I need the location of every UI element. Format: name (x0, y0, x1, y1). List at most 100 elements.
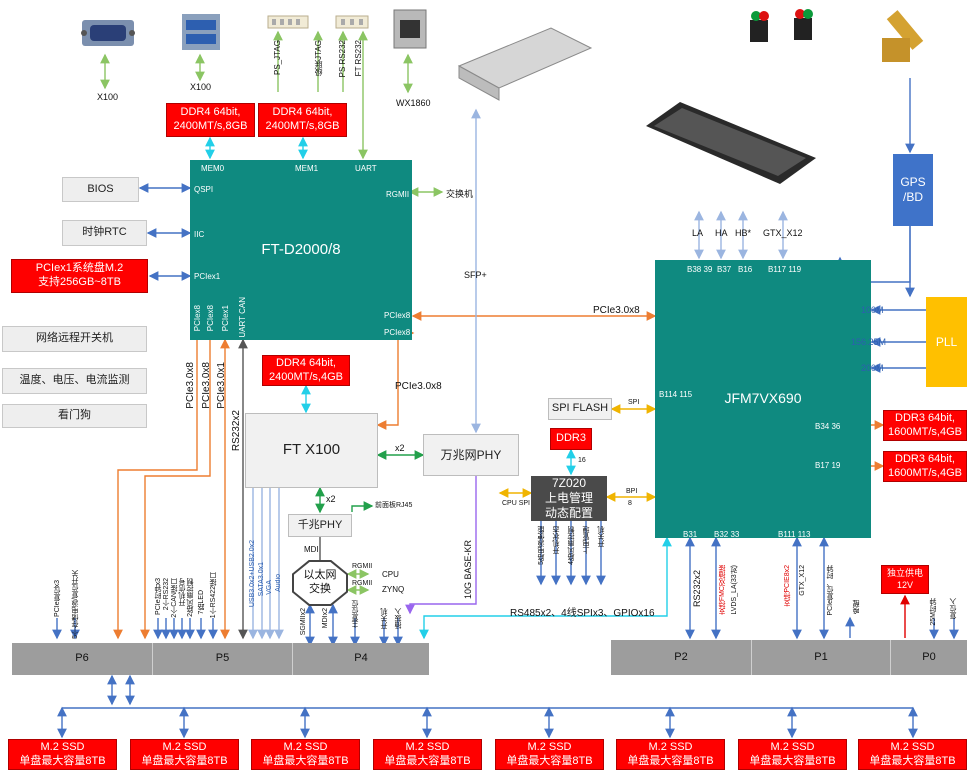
label-gtx12: GTX_X12 (799, 565, 806, 596)
label-hb: HB* (735, 228, 752, 238)
label-x2-b: x2 (326, 494, 336, 504)
fpga-pin-b117: B117 119 (768, 265, 802, 274)
supply-box: 独立供电 12V (881, 565, 929, 594)
pin-pciex8b: PCIex8 (384, 328, 411, 337)
ft-x100-chip: FT X100 (245, 413, 378, 488)
label-p6-b: 5个存储电源/复位开关 (72, 570, 79, 639)
fpga-pin-b3436: B34 36 (815, 422, 841, 431)
label-lvds: LVDS_LA(33对) (731, 565, 738, 615)
gps-box: GPS /BD (893, 154, 933, 226)
vga-connector-icon (81, 20, 135, 46)
label-gtx: GTX_X12 (763, 228, 803, 238)
jtag-header-icon (267, 15, 309, 29)
wol-box: 网络远程开关机 (2, 326, 147, 352)
pin-mem0: MEM0 (201, 164, 225, 173)
label-cpu: CPU (382, 570, 399, 579)
ddr4-box-c: DDR4 64bit, 2400MT/s,4GB (262, 355, 350, 386)
port-p2: P2 (611, 640, 751, 675)
monitor-box: 温度、电压、电流监测 (2, 368, 147, 394)
label-p4-c: VGA (266, 580, 273, 595)
pin-pp1: PCIex8 (193, 305, 202, 332)
label-ha: HA (715, 228, 728, 238)
label-p5-g: 1个RS422接口 (210, 572, 217, 619)
ft-d2000-chip: FT-D2000/8 (190, 160, 412, 340)
watchdog-box: 看门狗 (2, 404, 147, 428)
label-10g-base-kr: 10G BASE-KR (463, 540, 473, 600)
label-zynq: ZYNQ (382, 585, 405, 594)
ssd-box: M.2 SSD 单盘最大容量8TB (251, 739, 360, 770)
connector-label-wx1860: WX1860 (396, 98, 431, 108)
label-la: LA (692, 228, 704, 238)
label-fmc-support: 支持FMC双插接 (719, 565, 726, 616)
connector-label-psjtag: PS_JTAG (273, 40, 282, 75)
label-p4-e: SGMIIx2 (300, 608, 307, 636)
ddr3-box-b: DDR3 64bit, 1600MT/s,4GB (883, 451, 967, 482)
fpga-pin-b16: B16 (738, 265, 753, 274)
pin-pciex8a: PCIex8 (384, 311, 411, 320)
fpga-pin-b111: B111 113 (778, 530, 811, 539)
label-p4-i: 插拔入 (395, 608, 402, 629)
ssd-box: M.2 SSD 单盘最大容量8TB (373, 739, 482, 770)
label-p5-e: 2路风扇控制 (187, 578, 194, 617)
label-spi: SPI (628, 399, 640, 406)
label-pcie3x8-h: PCIe3.0x8 (593, 305, 640, 316)
label-100m: 100M (861, 305, 884, 315)
ddr4-box-a: DDR4 64bit, 2400MT/s,8GB (166, 103, 255, 137)
ssd-box: M.2 SSD 单盘最大容量8TB (616, 739, 725, 770)
label-x2-a: x2 (395, 443, 405, 453)
label-p4-d: Audio (275, 574, 282, 592)
label-front-rj45: 前面板RJ45 (375, 502, 413, 509)
label-p4-f: MDIx2 (322, 608, 329, 629)
label-bpi-8: 8 (628, 500, 632, 507)
pin-mem1: MEM1 (295, 164, 319, 173)
label-rs232x2-p2: RS232x2 (692, 570, 702, 608)
label-pm-3: 4路风扇控制 (568, 526, 575, 565)
port-p4: P4 (292, 643, 429, 675)
phy-1g-name: 千兆PHY (297, 518, 343, 531)
fpga-pin-b3233: B32 33 (714, 530, 740, 539)
label-p5-f: 7路LED (198, 590, 205, 615)
label-200m: 200M (861, 363, 884, 373)
pin-pp4: UART CAN (238, 297, 247, 338)
pin-iic: IIC (194, 230, 205, 239)
label-bpi: BPI (626, 488, 638, 495)
label-p4-a: USB3.0x2+USB2.0x2 (249, 540, 256, 608)
pcie-m2-box: PCIex1系统盘M.2 支持256GB~8TB (11, 259, 148, 293)
sma-connector-icon (882, 10, 924, 62)
rj45-connector-icon (393, 9, 427, 49)
label-16: 16 (578, 457, 586, 464)
port-p0: P0 (890, 640, 967, 675)
connector-label-ftrs232: FT RS232 (354, 40, 363, 77)
led-red-icon (794, 9, 813, 40)
pin-pp2: PCIex8 (206, 305, 215, 332)
label-156m: 156.25M (851, 337, 887, 347)
label-p4-b: SATA3.0x1 (258, 562, 265, 597)
usb-connector-icon (182, 14, 220, 50)
phy-1g-box: 千兆PHY (288, 514, 352, 537)
pin-pcie1: PCIex1 (194, 272, 221, 281)
label-cpu-spi: CPU SPI (502, 500, 531, 507)
label-rgmii-2: RGMII (352, 580, 373, 587)
fpga-pin-b31: B31 (683, 530, 698, 539)
connector-label-sfp: SFP+ (464, 270, 487, 280)
rs232-header-icon (335, 15, 369, 29)
label-pcie3x8-v: PCIe3.0x8 (395, 381, 442, 392)
ddr3-small-box: DDR3 (550, 428, 592, 450)
spi-flash-name: SPI FLASH (551, 402, 609, 415)
connector-label-jlxjtag: 级联JTAG (314, 40, 323, 76)
pin-rgmii: RGMII (386, 190, 410, 199)
label-mdi: MDI (304, 545, 319, 554)
label-pm-4: 上电管理 (583, 526, 590, 554)
fpga-pin-b38: B38 39 (687, 265, 713, 274)
label-pm-5: 开关机 (598, 526, 605, 547)
label-switch: 交换机 (446, 189, 474, 199)
ft-d2000-name: FT-D2000/8 (261, 240, 341, 258)
rtc-box: 时钟RTC (62, 220, 147, 246)
label-gtx-support: 支持PCIE8x2 (784, 565, 791, 607)
fmc-connector-icon (646, 102, 816, 184)
port-p5: P5 (152, 643, 292, 675)
label-reset-in: 复位入 (950, 598, 957, 619)
ssd-box: M.2 SSD 单盘最大容量8TB (738, 739, 847, 770)
ft-x100-name: FT X100 (282, 441, 341, 459)
power-manager-box: 7Z020 上电管理 动态配置 (531, 476, 607, 521)
